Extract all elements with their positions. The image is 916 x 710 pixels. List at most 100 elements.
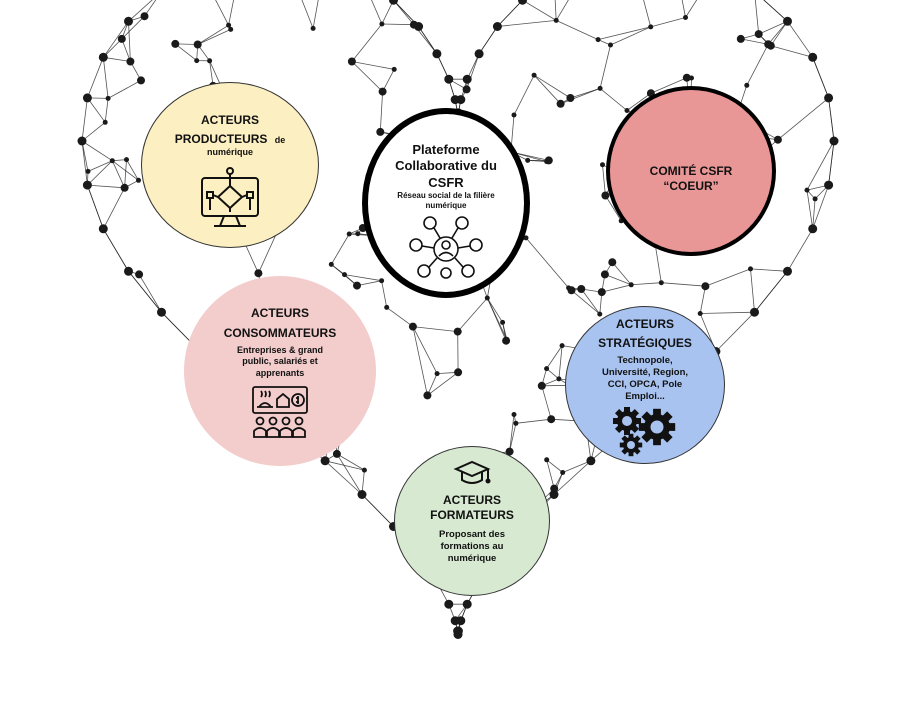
network-node	[513, 420, 519, 426]
network-link	[571, 289, 601, 315]
network-link	[412, 326, 438, 374]
network-link	[806, 140, 835, 191]
network-outline-link	[81, 97, 88, 142]
network-node	[829, 136, 839, 146]
network-link	[466, 53, 480, 90]
network-link	[336, 453, 365, 471]
network-outline-link	[478, 26, 498, 55]
consumers-icon	[252, 385, 308, 438]
network-node	[608, 42, 613, 48]
network-link	[144, 0, 157, 17]
network-outline-link	[87, 57, 104, 99]
plateforme-sub-1: Réseau social de la filière	[397, 190, 495, 200]
network-node	[808, 224, 818, 234]
network-link	[562, 460, 592, 473]
network-outline-link	[128, 0, 153, 22]
network-node	[207, 58, 213, 64]
network-node	[537, 381, 546, 390]
network-node	[379, 21, 385, 27]
network-link	[522, 0, 557, 21]
graduation-cap-icon	[453, 460, 491, 484]
network-link	[700, 311, 755, 314]
network-link	[103, 56, 131, 62]
plateforme-circle: Plateforme Collaborative du CSFR Réseau …	[362, 108, 530, 298]
network-node	[444, 599, 454, 609]
network-link	[763, 0, 788, 22]
social-network-icon	[409, 215, 483, 279]
network-node	[556, 376, 562, 382]
network-node	[353, 281, 361, 290]
network-outline-link	[787, 21, 814, 58]
network-node	[124, 16, 133, 26]
network-node	[124, 266, 133, 276]
network-link	[705, 268, 751, 287]
network-node	[342, 272, 347, 278]
network-node	[701, 282, 710, 291]
network-node	[566, 94, 575, 102]
network-link	[486, 297, 508, 340]
network-link	[128, 21, 131, 62]
network-link	[643, 0, 652, 28]
network-node	[689, 75, 694, 81]
network-node	[376, 127, 385, 136]
network-node	[597, 311, 603, 317]
network-link	[602, 164, 606, 196]
producteurs-title-2-small: de	[274, 135, 286, 145]
network-link	[546, 459, 555, 489]
network-link	[351, 61, 383, 92]
network-link	[655, 245, 662, 283]
network-link	[812, 198, 816, 229]
network-node	[648, 24, 654, 30]
network-node	[682, 73, 691, 82]
strategiques-title-2: STRATÉGIQUES	[598, 336, 692, 350]
network-link	[121, 38, 131, 62]
network-link	[750, 268, 755, 313]
network-link	[379, 91, 383, 132]
network-node	[346, 231, 352, 237]
network-node	[523, 235, 529, 241]
network-link	[604, 274, 632, 286]
network-link	[502, 322, 508, 340]
network-link	[767, 21, 788, 45]
comite-title-2: “COEUR”	[663, 179, 719, 193]
network-node	[332, 449, 341, 458]
network-node	[117, 34, 126, 43]
network-node	[462, 599, 472, 609]
network-node	[408, 322, 417, 331]
network-node	[492, 22, 502, 31]
network-node	[254, 269, 263, 278]
network-link	[541, 385, 552, 420]
plateforme-title-1: Plateforme	[412, 142, 480, 157]
network-link	[533, 74, 571, 99]
network-node	[434, 371, 440, 377]
formateurs-sub-2: formations au	[440, 540, 504, 552]
network-node	[98, 52, 108, 62]
network-outline-link	[436, 53, 450, 80]
network-node	[773, 135, 782, 144]
network-link	[87, 184, 125, 189]
network-node	[595, 37, 601, 43]
network-link	[497, 20, 557, 27]
network-node	[484, 295, 490, 301]
network-link	[546, 459, 563, 473]
network-node	[754, 30, 763, 39]
network-link	[312, 0, 319, 29]
formateurs-sub-1: Proposant des	[439, 529, 505, 540]
network-node	[361, 467, 367, 473]
network-link	[344, 274, 382, 282]
formateurs-title-1: ACTEURS	[442, 493, 501, 507]
network-link	[112, 160, 139, 181]
network-node	[474, 49, 484, 59]
network-node	[98, 224, 108, 234]
network-outline-link	[466, 53, 480, 80]
network-link	[631, 282, 662, 286]
network-node	[600, 162, 605, 168]
network-link	[138, 274, 162, 313]
plateforme-sub-2: numérique	[425, 200, 467, 210]
network-outline-link	[87, 184, 104, 229]
network-node	[355, 231, 361, 237]
network-node	[597, 288, 606, 297]
network-node	[683, 15, 688, 20]
plateforme-title-2: Collaborative du	[395, 158, 497, 174]
strategiques-sub-4: Emploi...	[625, 390, 665, 402]
